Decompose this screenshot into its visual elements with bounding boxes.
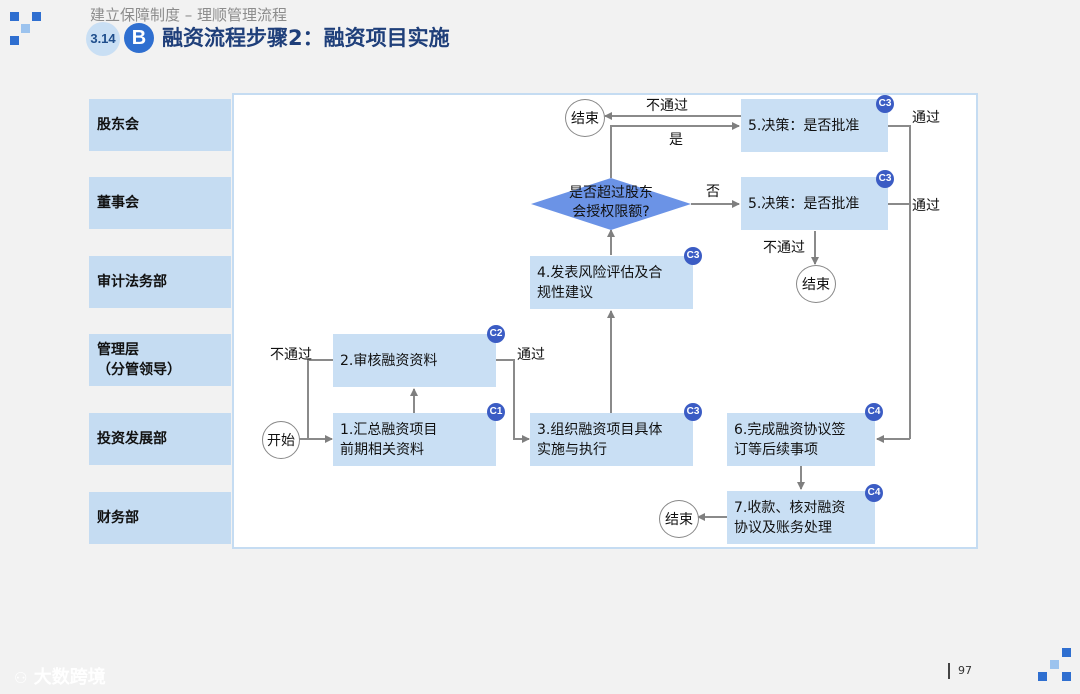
lane-label-investment: 投资发展部 <box>89 413 231 465</box>
lane-label-text: 审计法务部 <box>97 274 167 290</box>
start-terminal: 开始 <box>262 421 300 459</box>
corner-decoration <box>1062 672 1071 681</box>
slide-subtitle: 建立保障制度 – 理顺管理流程 <box>90 6 288 24</box>
lane-label-text: 管理层 （分管领导） <box>97 342 181 378</box>
step-5a-badge: C3 <box>876 95 894 113</box>
step-5b-badge: C3 <box>876 170 894 188</box>
watermark-icon: ⚇ <box>14 669 28 687</box>
lane-label-shareholders: 股东会 <box>89 99 231 151</box>
lane-label-text: 投资发展部 <box>97 431 167 447</box>
edge-label-fail-s5b: 不通过 <box>763 240 805 256</box>
edge-s5a-pass <box>888 125 911 439</box>
end-terminal-top: 结束 <box>565 99 605 137</box>
step-6-badge: C4 <box>865 403 883 421</box>
decision-label: 是否超过股东 会授权限额? <box>569 185 653 220</box>
step-1-box: 1.汇总融资项目 前期相关资料 <box>333 413 496 466</box>
edge-label-no: 否 <box>706 184 720 200</box>
edge-label-fail-s5a: 不通过 <box>646 98 688 114</box>
edge-s2-fail-loop <box>307 359 333 439</box>
end-terminal-middle: 结束 <box>796 265 836 303</box>
step-3-box: 3.组织融资项目具体 实施与执行 <box>530 413 693 466</box>
step-4-text: 4.发表风险评估及合 规性建议 <box>537 264 663 301</box>
page-number: 97 <box>958 664 972 677</box>
corner-decoration <box>10 12 19 21</box>
watermark-logo: ⚇ 大数跨境 <box>14 663 106 689</box>
corner-decoration <box>1038 672 1047 681</box>
decision-diamond <box>531 178 691 230</box>
flowchart-frame <box>232 93 978 549</box>
corner-decoration <box>21 24 30 33</box>
step-2-box: 2.审核融资资料 <box>333 334 496 387</box>
lane-label-management: 管理层 （分管领导） <box>89 334 231 386</box>
step-7-badge: C4 <box>865 484 883 502</box>
lane-label-text: 董事会 <box>97 195 139 211</box>
lane-label-text: 财务部 <box>97 510 139 526</box>
lane-label-board: 董事会 <box>89 177 231 229</box>
step-5a-text: 5.决策：是否批准 <box>748 117 860 134</box>
step-5b-text: 5.决策：是否批准 <box>748 195 860 212</box>
lane-label-finance: 财务部 <box>89 492 231 544</box>
end-terminal-bottom: 结束 <box>659 500 699 538</box>
edge-s2-to-s3 <box>496 359 530 443</box>
edge-label-yes: 是 <box>669 132 683 148</box>
step-4-box: 4.发表风险评估及合 规性建议 <box>530 256 693 309</box>
corner-decoration <box>1050 660 1059 669</box>
step-3-text: 3.组织融资项目具体 实施与执行 <box>537 421 663 458</box>
edge-label-pass-s5b: 通过 <box>912 198 940 214</box>
step-3-badge: C3 <box>684 403 702 421</box>
step-7-box: 7.收款、核对融资 协议及账务处理 <box>727 491 875 544</box>
corner-decoration <box>32 12 41 21</box>
section-number: 3.14 <box>86 22 120 56</box>
slide-title: 融资流程步骤2：融资项目实施 <box>162 26 450 50</box>
step-1-text: 1.汇总融资项目 前期相关资料 <box>340 421 438 458</box>
watermark-text: 大数跨境 <box>33 667 106 688</box>
edge-decision-yes <box>610 122 740 178</box>
edge-label-fail-s2: 不通过 <box>270 347 312 363</box>
step-6-text: 6.完成融资协议签 订等后续事项 <box>734 421 846 458</box>
edge-label-pass-s5a: 通过 <box>912 110 940 126</box>
page-number-divider <box>948 663 950 679</box>
step-1-badge: C1 <box>487 403 505 421</box>
corner-decoration <box>1062 648 1071 657</box>
lane-label-text: 股东会 <box>97 117 139 133</box>
edge-label-pass-s2: 通过 <box>517 347 545 363</box>
corner-decoration <box>10 36 19 45</box>
step-2-badge: C2 <box>487 325 505 343</box>
step-2-text: 2.审核融资资料 <box>340 352 438 369</box>
step-6-box: 6.完成融资协议签 订等后续事项 <box>727 413 875 466</box>
step-4-badge: C3 <box>684 247 702 265</box>
step-7-text: 7.收款、核对融资 协议及账务处理 <box>734 499 846 536</box>
step-5b-box: 5.决策：是否批准 <box>741 177 888 230</box>
lane-label-audit-legal: 审计法务部 <box>89 256 231 308</box>
step-5a-box: 5.决策：是否批准 <box>741 99 888 152</box>
section-letter-badge: B <box>124 23 154 53</box>
